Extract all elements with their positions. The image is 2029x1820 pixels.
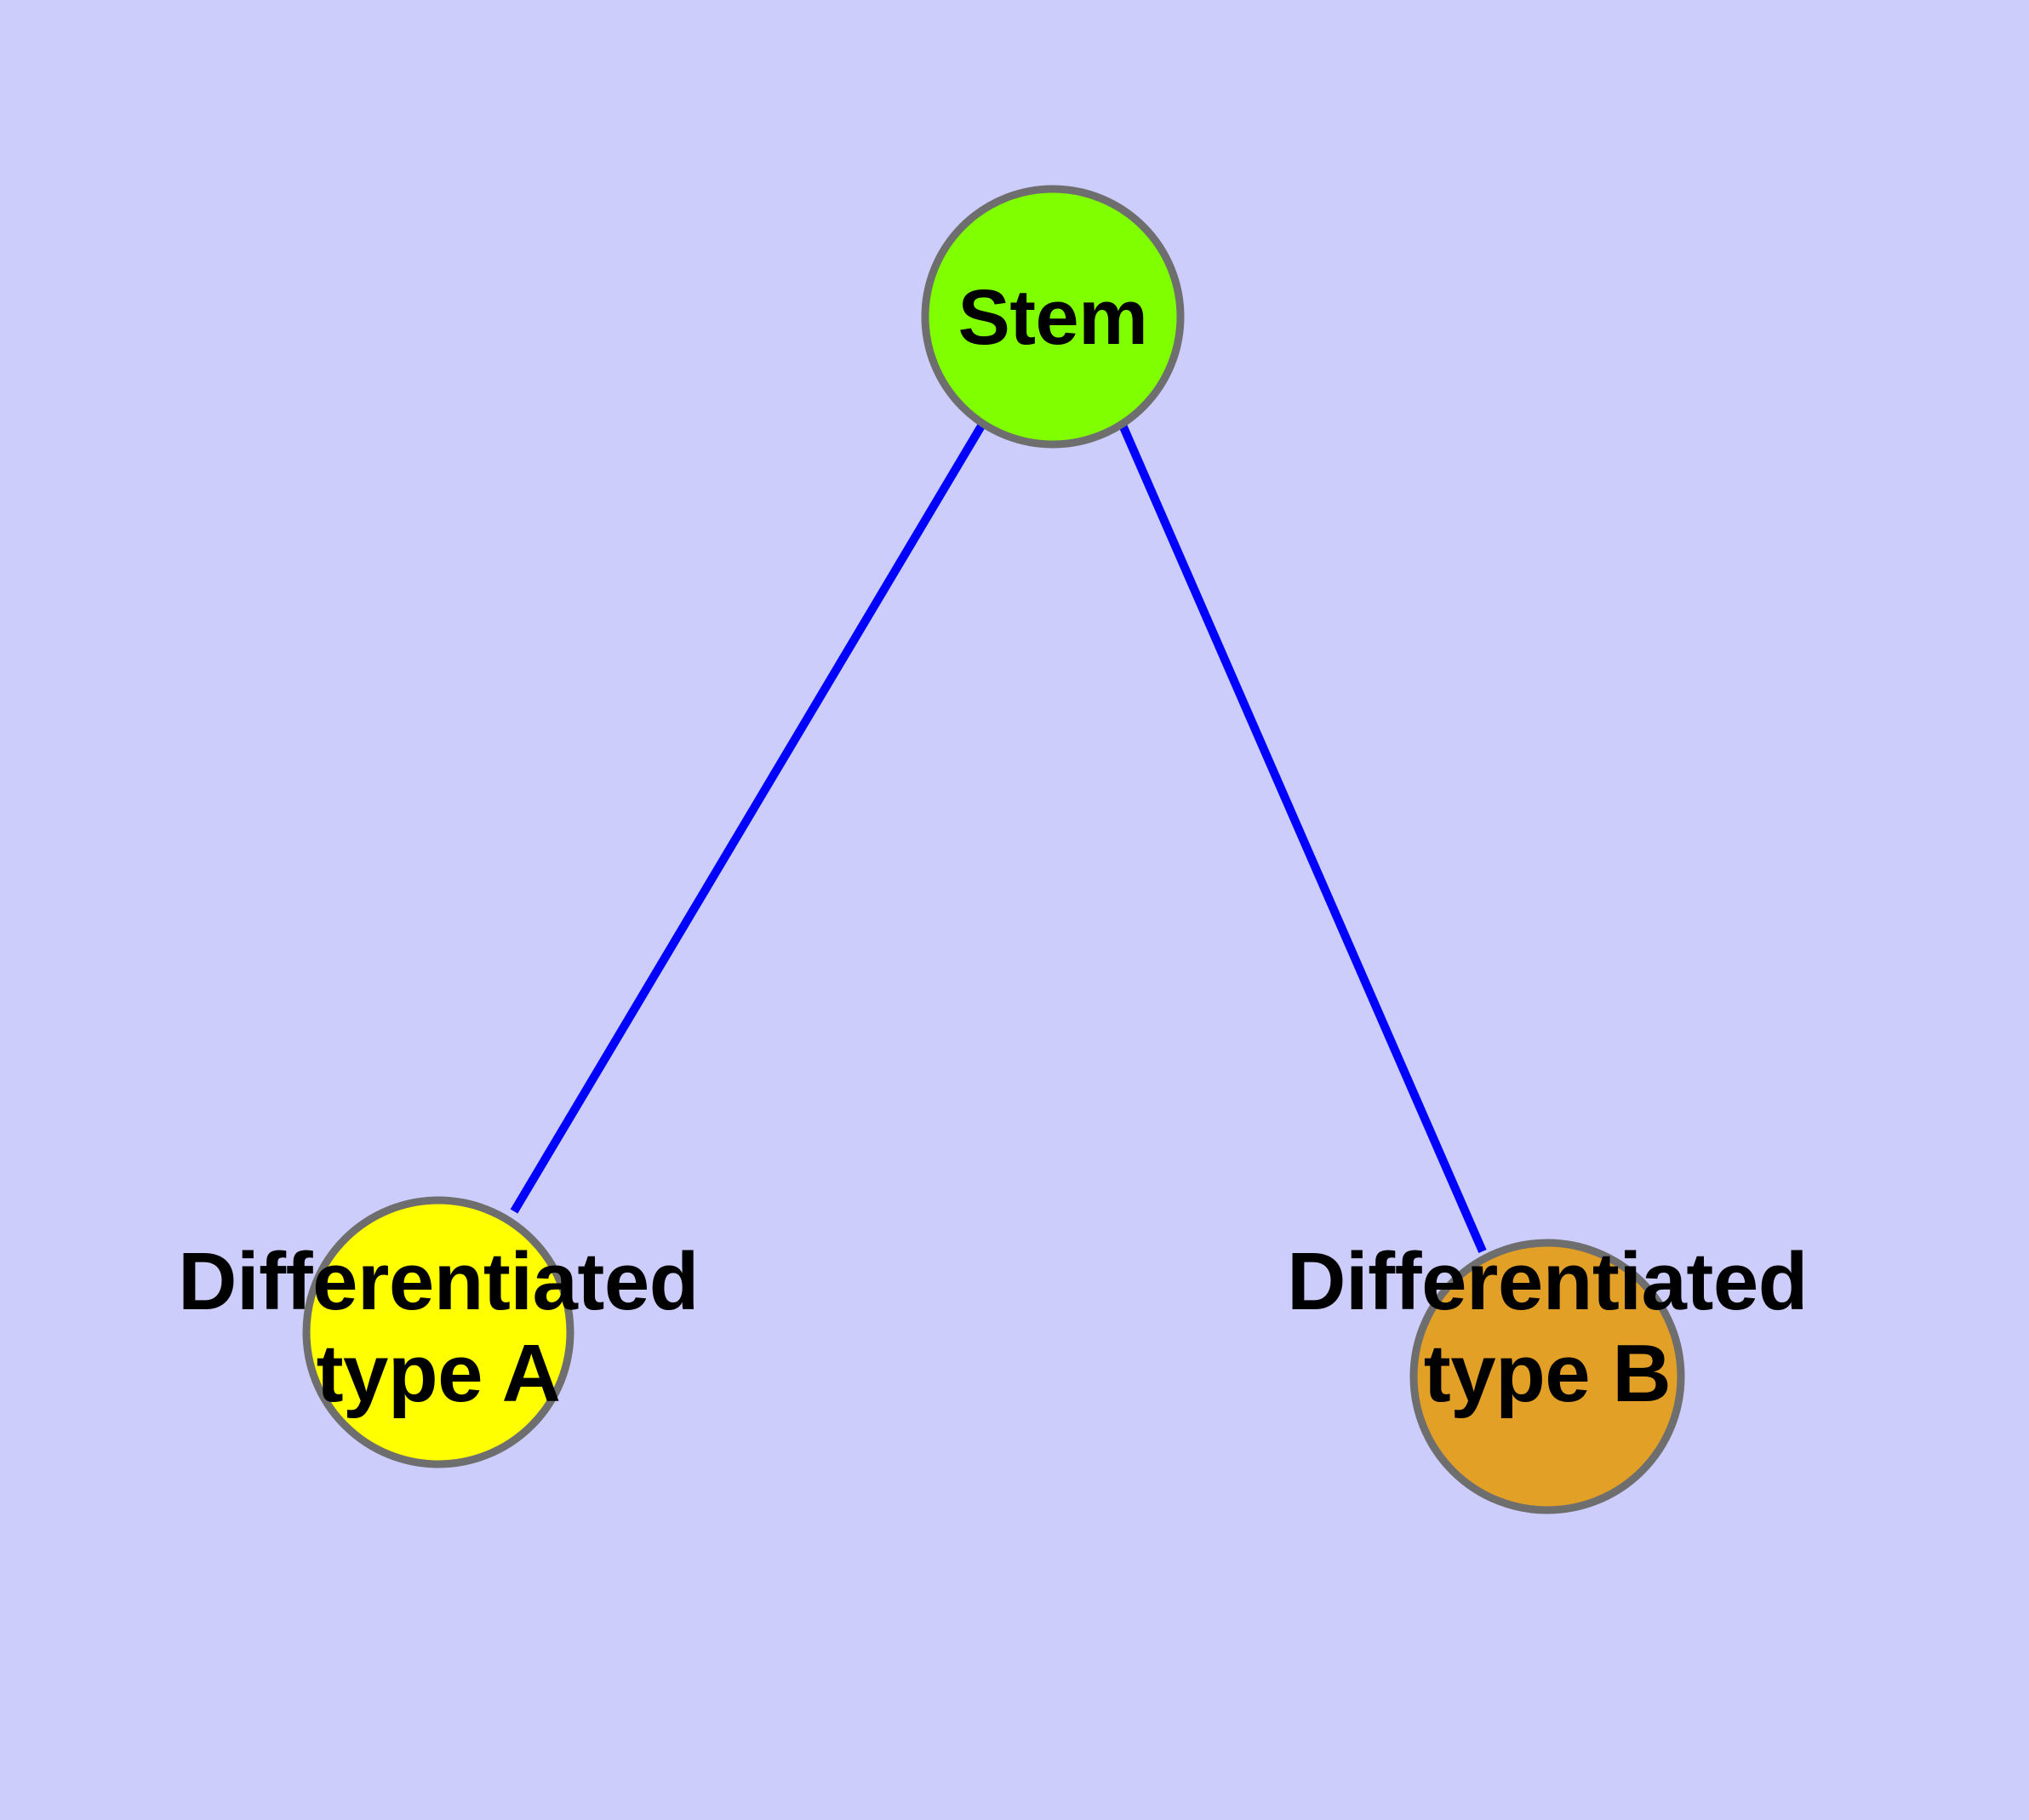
edge-stem-to-type-b: [1117, 421, 1487, 1253]
edge-layer: [510, 421, 1487, 1253]
node-stem[interactable]: [921, 185, 1185, 449]
node-differentiated-type-b[interactable]: [1409, 1239, 1685, 1514]
node-differentiated-type-a[interactable]: [302, 1196, 574, 1468]
edge-stem-to-type-a: [510, 421, 987, 1214]
node-layer: [302, 185, 1685, 1514]
